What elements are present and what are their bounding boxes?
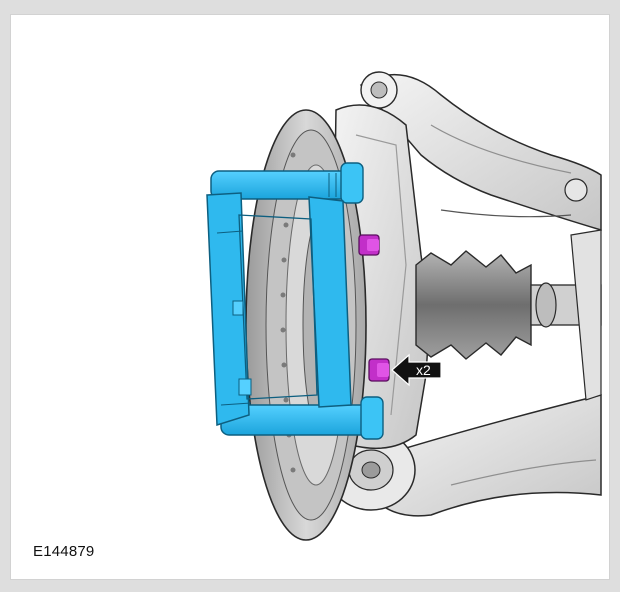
bracket-bolt-icon [358, 234, 390, 382]
upper-arm-icon [359, 71, 602, 232]
callout-arrow-icon: x2 [391, 353, 442, 387]
callout-label: x2 [416, 362, 431, 378]
caliper-anchor-bracket-icon [206, 162, 384, 440]
brake-assembly-illustration: x2 [206, 71, 602, 541]
figure-panel: x2 E144879 [10, 14, 610, 580]
cv-joint-boot-icon [415, 229, 602, 401]
figure-id-label: E144879 [33, 543, 95, 560]
